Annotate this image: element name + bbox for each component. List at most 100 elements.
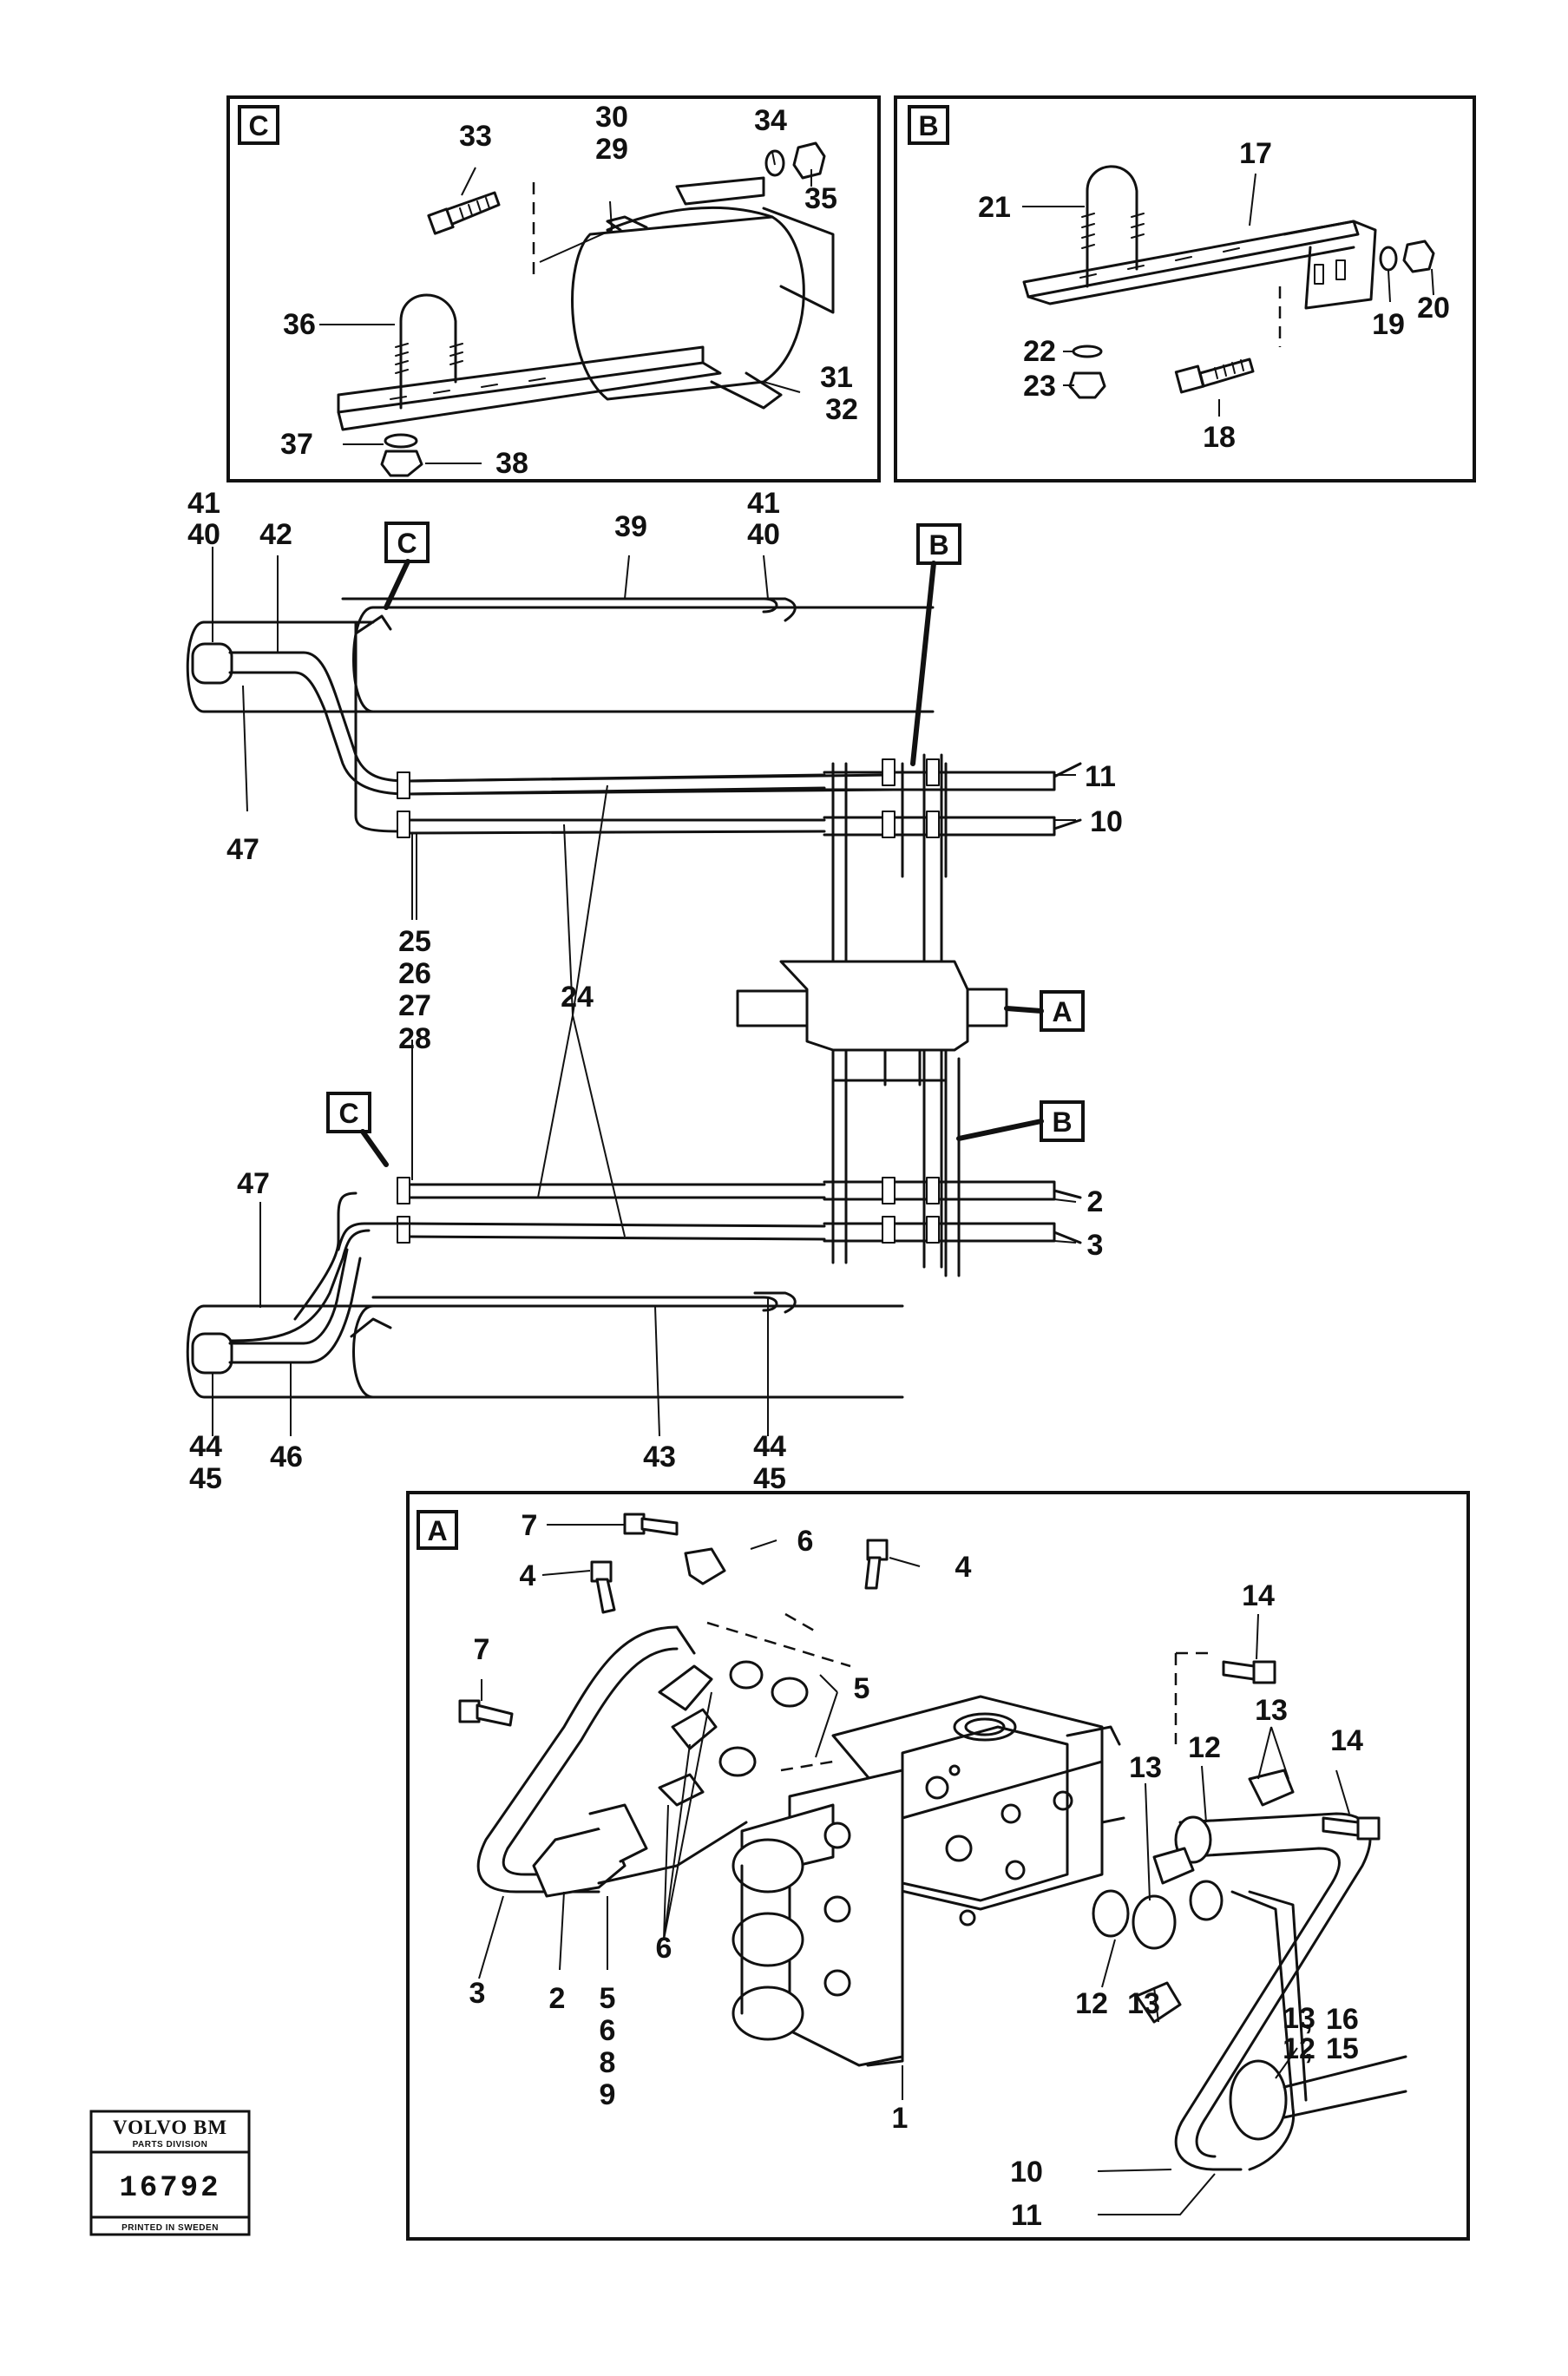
bolt-33 [427, 191, 501, 235]
callout-22: 22 [1023, 335, 1056, 368]
clamp-bracket-c [337, 176, 835, 431]
callout-40-upper-left: 40 [187, 518, 220, 551]
panel-a-tag: A [417, 1510, 458, 1550]
callout-10-detail: 10 [1010, 2156, 1043, 2189]
control-valve-block [732, 1695, 1125, 2067]
callout-5-lower: 5 [600, 1982, 616, 2015]
lower-cylinder [186, 1291, 904, 1399]
callout-19: 19 [1372, 308, 1405, 341]
washer-22 [1072, 345, 1103, 358]
fitting-4-right [864, 1539, 889, 1590]
svg-text:C: C [338, 1098, 358, 1129]
view-tag-b-upper: B [916, 523, 961, 565]
callout-27: 27 [398, 989, 431, 1022]
callout-29: 29 [595, 133, 628, 166]
svg-text:C: C [397, 528, 417, 559]
bracket-17 [1022, 220, 1377, 310]
callout-17: 17 [1239, 137, 1272, 170]
pipe-loop-10-11 [1092, 1769, 1407, 2171]
svg-text:B: B [1052, 1106, 1072, 1138]
washer-37 [384, 433, 418, 449]
callout-26: 26 [398, 957, 431, 990]
callout-32: 32 [825, 393, 858, 426]
callout-12-upper: 12 [1188, 1731, 1221, 1764]
callout-7-left: 7 [474, 1633, 490, 1666]
callout-5-upper: 5 [854, 1672, 870, 1705]
callout-8: 8 [600, 2046, 616, 2079]
callout-1: 1 [892, 2102, 909, 2135]
callout-42: 42 [259, 518, 292, 551]
callout-34: 34 [754, 104, 787, 137]
bolt-14-right [1322, 1816, 1381, 1841]
view-tag-c-lower: C [326, 1092, 371, 1133]
callout-6-middle: 6 [656, 1932, 672, 1965]
svg-text:B: B [928, 529, 948, 561]
callout-6-lower: 6 [600, 2014, 616, 2047]
callout-23: 23 [1023, 370, 1056, 403]
callout-31: 31 [820, 361, 853, 394]
callout-14-upper: 14 [1242, 1579, 1275, 1612]
logo-brand: VOLVO BM [113, 2117, 227, 2138]
u-bolt-21 [1081, 165, 1145, 288]
panel-c-tag: C [238, 105, 279, 145]
bolt-7-left [458, 1699, 514, 1727]
callout-24: 24 [561, 981, 594, 1014]
callout-44-lower-right: 44 [753, 1430, 786, 1463]
callout-13-right: 13 [1283, 2002, 1315, 2035]
callout-47-lower: 47 [237, 1167, 270, 1200]
logo-printed: PRINTED IN SWEDEN [121, 2223, 219, 2233]
view-tag-b-lower: B [1040, 1100, 1085, 1142]
bolt-14-upper [1222, 1660, 1276, 1684]
lower-end-fitting [191, 1248, 362, 1375]
svg-text:A: A [1052, 996, 1072, 1027]
callout-30: 30 [595, 101, 628, 134]
callout-7-upper: 7 [522, 1509, 538, 1542]
valve-block-small [736, 960, 1008, 1086]
callout-45-lower-right: 45 [753, 1462, 786, 1495]
callout-16: 16 [1326, 2003, 1359, 2036]
callout-11-middle: 11 [1085, 760, 1116, 793]
callout-28: 28 [398, 1022, 431, 1055]
callout-46: 46 [270, 1441, 303, 1474]
bolt-18 [1174, 358, 1255, 394]
callout-2-middle: 2 [1087, 1185, 1104, 1218]
upper-cylinder [186, 597, 935, 713]
logo-division: PARTS DIVISION [133, 2140, 208, 2150]
callout-39: 39 [614, 510, 647, 543]
callout-12-right: 12 [1283, 2032, 1315, 2065]
callout-2-detail: 2 [549, 1982, 566, 2015]
callout-comma-2: , [1304, 2032, 1312, 2065]
callout-11-detail: 11 [1011, 2199, 1042, 2232]
u-bolt-36 [395, 293, 463, 410]
callout-12-lower: 12 [1075, 1987, 1108, 2020]
callout-41-upper-left: 41 [187, 487, 220, 520]
volvo-bm-parts-logo: VOLVO BM PARTS DIVISION 16792 PRINTED IN… [89, 2110, 251, 2236]
svg-text:C: C [248, 110, 268, 141]
detail-panel-c: C [226, 95, 881, 482]
logo-number: 16792 [119, 2172, 220, 2205]
callout-13-mid: 13 [1129, 1751, 1162, 1784]
pipe-loop-2-3 [476, 1625, 748, 1898]
nut-35 [792, 141, 826, 180]
callout-14-right: 14 [1330, 1724, 1363, 1757]
callout-33: 33 [459, 120, 492, 153]
svg-text:B: B [918, 110, 938, 141]
callout-4-left: 4 [520, 1559, 536, 1592]
callout-13-upper: 13 [1255, 1694, 1288, 1727]
upper-hose-lines [354, 621, 1082, 1095]
nut-20 [1402, 240, 1435, 273]
callout-37: 37 [280, 428, 313, 461]
callout-4-right: 4 [955, 1551, 972, 1584]
detail-panel-b: B [894, 95, 1476, 482]
panel-b-tag: B [908, 105, 949, 145]
callout-6-upper: 6 [797, 1525, 814, 1558]
callout-21: 21 [978, 191, 1011, 224]
callout-25: 25 [398, 925, 431, 958]
callout-13-lower: 13 [1127, 1987, 1160, 2020]
callout-20: 20 [1417, 292, 1450, 325]
nut-23 [1068, 371, 1106, 399]
callout-43: 43 [643, 1441, 676, 1474]
callout-comma: , [1304, 2003, 1312, 2036]
callout-36: 36 [283, 308, 316, 341]
